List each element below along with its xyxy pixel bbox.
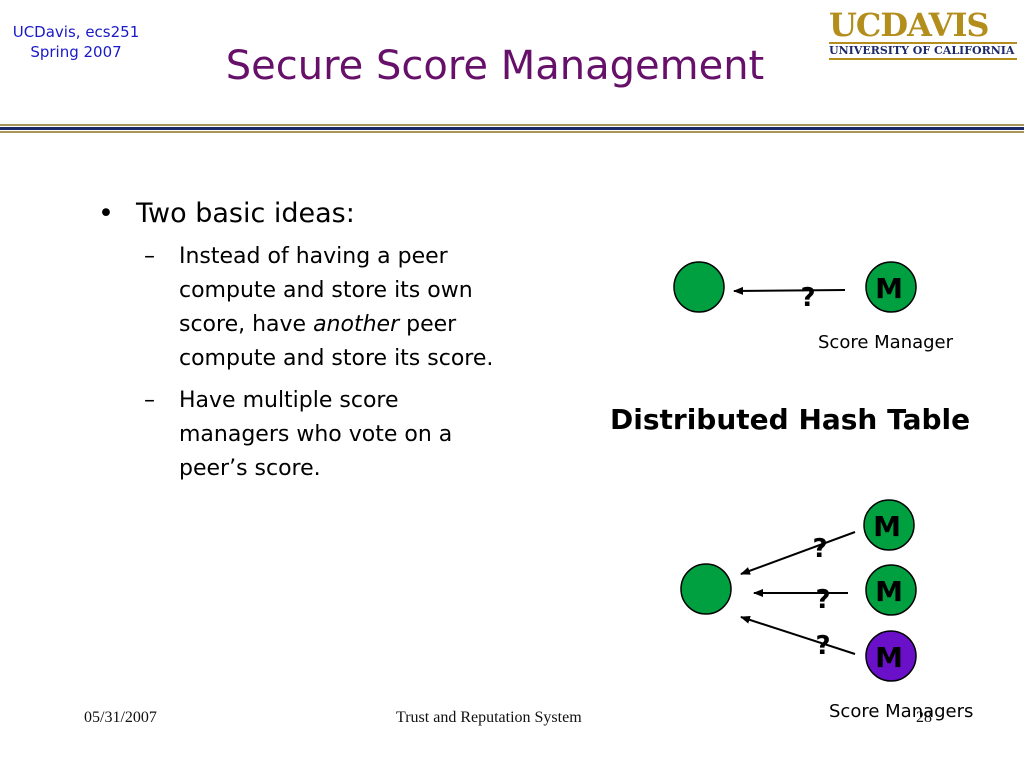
bullet-dot: • bbox=[98, 198, 114, 229]
dash-mark: – bbox=[144, 244, 155, 269]
footer-title: Trust and Reputation System bbox=[396, 709, 582, 726]
query-arrow bbox=[740, 615, 856, 655]
header-rule-middle bbox=[0, 127, 1024, 130]
sub-bullet-text-after: peer compute and store its score. bbox=[179, 312, 494, 371]
bullet-item: • Two basic ideas: bbox=[98, 196, 508, 232]
course-name: UCDavis, ecs251 bbox=[12, 23, 140, 41]
bullet-text: Two basic ideas: bbox=[136, 198, 355, 229]
manager-node bbox=[865, 261, 917, 313]
score-managers-caption: Score Managers bbox=[829, 701, 974, 722]
sub-bullet-emphasis: another bbox=[313, 312, 400, 337]
question-mark: ? bbox=[815, 631, 830, 661]
manager-node bbox=[865, 564, 917, 616]
uc-davis-logo: UCDAVIS UNIVERSITY OF CALIFORNIA bbox=[829, 6, 1017, 60]
question-mark: ? bbox=[800, 283, 815, 313]
footer-date: 05/31/2007 bbox=[84, 709, 157, 726]
question-mark: ? bbox=[815, 585, 830, 615]
manager-label: M bbox=[875, 641, 903, 674]
slide-title: Secure Score Management bbox=[225, 43, 765, 89]
course-info: UCDavis, ecs251 Spring 2007 bbox=[6, 22, 146, 62]
question-mark: ? bbox=[812, 534, 827, 564]
query-arrow bbox=[740, 531, 856, 575]
sub-bullet-text: Have multiple score managers who vote on… bbox=[179, 388, 453, 481]
manager-label: M bbox=[875, 575, 903, 608]
logo-wordmark: UCDAVIS bbox=[829, 6, 990, 44]
logo-divider-bottom bbox=[829, 58, 1017, 60]
dash-mark: – bbox=[144, 388, 155, 413]
sub-bullet-item: – Have multiple score managers who vote … bbox=[144, 384, 508, 486]
sub-bullet-item: – Instead of having a peer compute and s… bbox=[144, 240, 508, 376]
logo-subtitle: UNIVERSITY OF CALIFORNIA bbox=[829, 44, 1015, 57]
sub-bullet-text-before: Instead of having a peer compute and sto… bbox=[179, 244, 473, 337]
peer-node bbox=[673, 261, 725, 313]
dht-label: Distributed Hash Table bbox=[610, 403, 971, 436]
compromised-manager-node bbox=[865, 630, 917, 682]
bullet-list: • Two basic ideas: – Instead of having a… bbox=[98, 196, 508, 486]
course-term: Spring 2007 bbox=[30, 43, 122, 61]
logo-divider bbox=[829, 42, 1017, 44]
manager-label: M bbox=[873, 510, 901, 543]
peer-node bbox=[680, 563, 732, 615]
header-rule-top bbox=[0, 124, 1024, 126]
manager-label: M bbox=[875, 272, 903, 305]
manager-node bbox=[863, 499, 915, 551]
page-number: 28 bbox=[916, 709, 932, 726]
header-rule-bottom bbox=[0, 131, 1024, 133]
score-manager-caption: Score Manager bbox=[818, 332, 954, 353]
query-arrow bbox=[733, 286, 846, 295]
